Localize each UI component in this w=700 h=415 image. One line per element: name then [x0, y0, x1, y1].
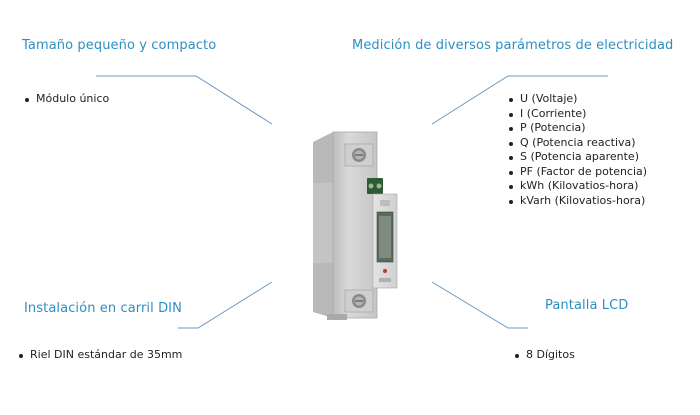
feature-title-din-rail: Instalación en carril DIN — [24, 301, 182, 316]
connector-line-bottom-right — [431, 281, 528, 329]
feature-title-lcd: Pantalla LCD — [545, 298, 629, 313]
feature-title-compact: Tamaño pequeño y compacto — [22, 38, 217, 53]
list-item: 8 Dígitos — [514, 348, 575, 363]
list-item: kVarh (Kilovatios-hora) — [508, 194, 647, 209]
list-item: Q (Potencia reactiva) — [508, 136, 647, 151]
feature-list-lcd: 8 Dígitos — [514, 348, 575, 363]
connector-line-top-right — [431, 75, 608, 125]
feature-title-parameters: Medición de diversos parámetros de elect… — [352, 38, 674, 53]
list-item: S (Potencia aparente) — [508, 150, 647, 165]
feature-list-compact: Módulo único — [24, 92, 109, 107]
list-item: PF (Factor de potencia) — [508, 165, 647, 180]
list-item: Riel DIN estándar de 35mm — [18, 348, 182, 363]
list-item: U (Voltaje) — [508, 92, 647, 107]
feature-list-parameters: U (Voltaje) I (Corriente) P (Potencia) Q… — [508, 92, 647, 208]
list-item: Módulo único — [24, 92, 109, 107]
list-item: I (Corriente) — [508, 107, 647, 122]
connector-line-bottom-left — [178, 281, 273, 329]
connector-line-top-left — [96, 75, 273, 125]
din-rail-energy-meter-image — [313, 131, 398, 320]
green-connector — [367, 178, 383, 194]
list-item: kWh (Kilovatios-hora) — [508, 179, 647, 194]
list-item: P (Potencia) — [508, 121, 647, 136]
pulse-led-icon — [383, 269, 387, 273]
feature-list-din-rail: Riel DIN estándar de 35mm — [18, 348, 182, 363]
